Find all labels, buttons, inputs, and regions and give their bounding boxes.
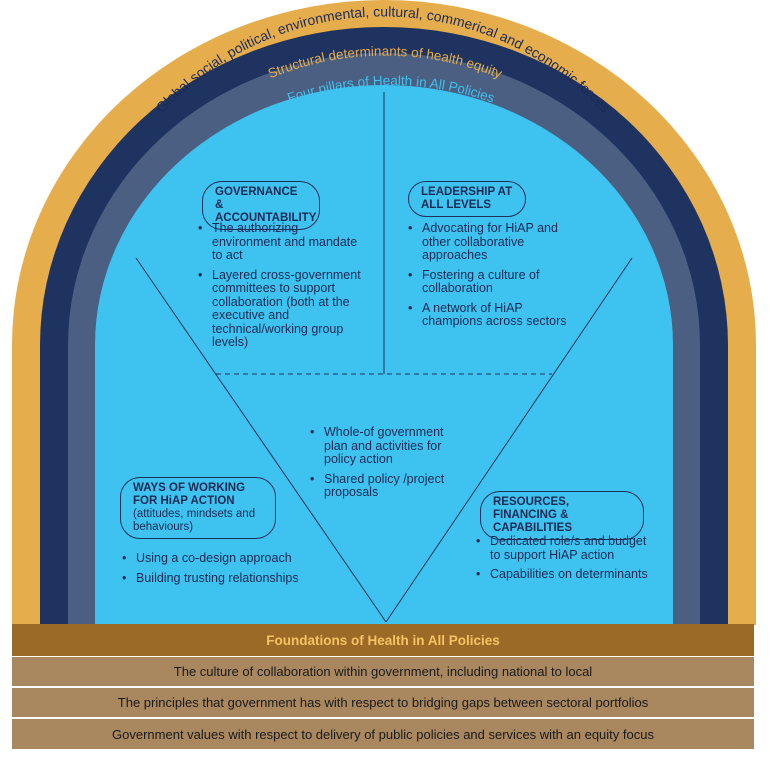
leadership-title: LEADERSHIP AT ALL LEVELS <box>421 186 513 211</box>
list-item: Layered cross-government committees to s… <box>198 268 368 350</box>
resources-bullets: Dedicated role/s and budget to support H… <box>476 534 656 588</box>
foundations-title: Foundations of Health in All Policies <box>12 624 754 656</box>
list-item: Dedicated role/s and budget to support H… <box>476 534 656 562</box>
list-item: Using a co-design approach <box>122 551 332 566</box>
foundations-title-text: Foundations of Health in All Policies <box>266 632 500 648</box>
list-item: Shared policy /project proposals <box>310 472 470 500</box>
foundation-row: The principles that government has with … <box>12 688 754 718</box>
governance-bullets: The authorizing environment and mandate … <box>198 221 368 356</box>
list-item: Building trusting relationships <box>122 571 332 586</box>
leadership-bullets: Advocating for HiAP and other collaborat… <box>408 221 578 335</box>
list-item: Fostering a culture of collaboration <box>408 268 578 296</box>
list-item: Capabilities on determinants <box>476 567 656 582</box>
list-item: A network of HiAP champions across secto… <box>408 301 578 329</box>
left-diagonal-divider <box>135 257 387 623</box>
foundation-row-text: The culture of collaboration within gove… <box>173 664 593 679</box>
list-item: Whole-of government plan and activities … <box>310 425 470 467</box>
list-item: Advocating for HiAP and other collaborat… <box>408 221 578 263</box>
right-diagonal-divider <box>385 257 633 623</box>
ways-of-working-subtitle: (attitudes, mindsets and behaviours) <box>133 508 256 533</box>
ways-of-working-title: WAYS OF WORKING FOR HiAP ACTION <box>133 482 246 507</box>
foundation-row: Government values with respect to delive… <box>12 719 754 749</box>
resources-title: RESOURCES, FINANCING & CAPABILITIES <box>493 496 573 534</box>
foundation-row-text: Government values with respect to delive… <box>112 726 654 742</box>
center-bullets: Whole-of government plan and activities … <box>310 425 470 506</box>
governance-title: GOVERNANCE & ACCOUNTABILITY <box>215 186 317 224</box>
resources-pill: RESOURCES, FINANCING & CAPABILITIES <box>480 491 644 540</box>
foundation-row: The culture of collaboration within gove… <box>12 657 754 687</box>
ways-of-working-bullets: Using a co-design approach Building trus… <box>122 551 332 591</box>
foundation-row-text: The principles that government has with … <box>117 695 649 710</box>
ways-of-working-pill: WAYS OF WORKING FOR HiAP ACTION (attitud… <box>120 477 276 539</box>
list-item: The authorizing environment and mandate … <box>198 221 368 263</box>
leadership-pill: LEADERSHIP AT ALL LEVELS <box>408 181 526 217</box>
